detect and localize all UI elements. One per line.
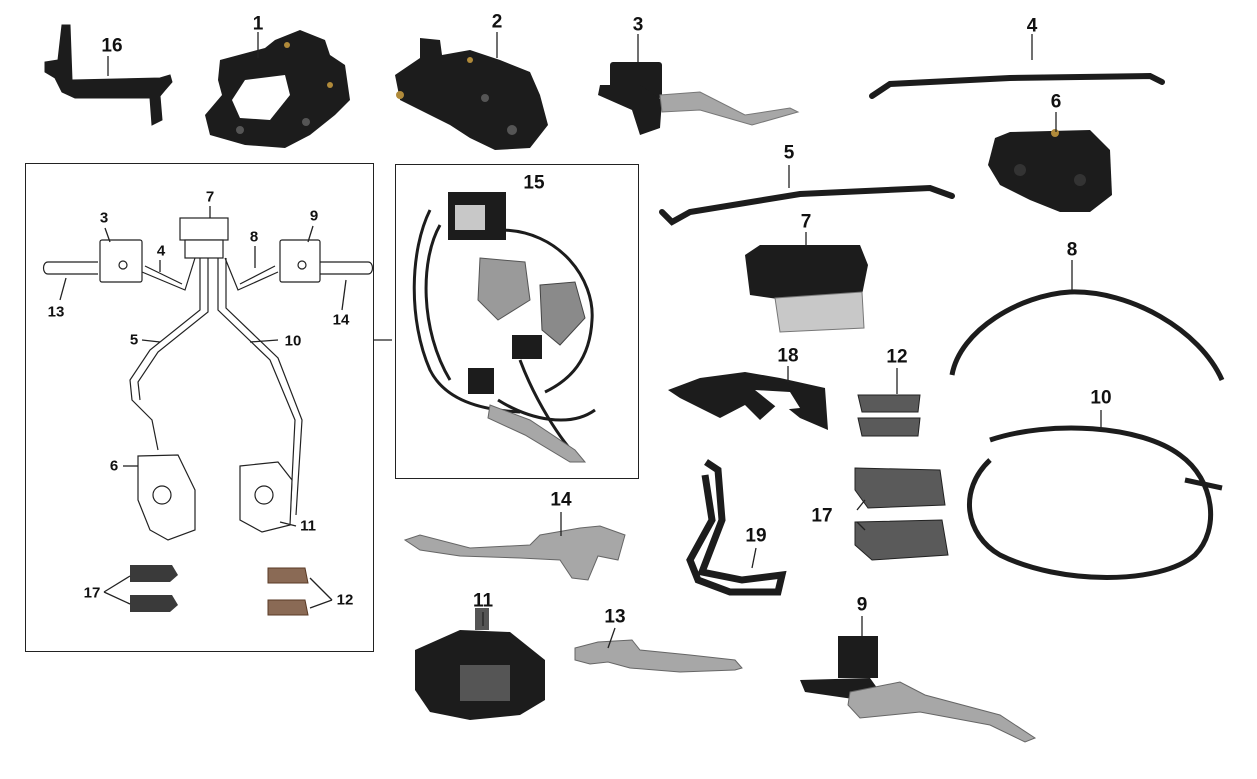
caliper-6 <box>988 129 1112 212</box>
master-cylinder-3 <box>598 62 800 135</box>
schematic-label-17: 17 <box>83 584 101 602</box>
schematic-label-11: 11 <box>300 517 316 535</box>
schematic-label-7: 7 <box>205 188 215 206</box>
label-12: 12 <box>886 346 908 368</box>
brake-pads-12 <box>857 394 921 437</box>
label-1: 1 <box>252 13 264 35</box>
bracket-18 <box>668 372 828 430</box>
schematic-pads-12 <box>267 567 309 616</box>
abs-assembly-15 <box>412 192 596 463</box>
master-cylinder-9 <box>800 636 1037 743</box>
schematic-box <box>25 163 374 652</box>
schematic-label-8: 8 <box>249 228 259 246</box>
label-13: 13 <box>604 606 626 628</box>
schematic-label-6: 6 <box>109 457 119 475</box>
brake-hose-10 <box>967 425 1223 580</box>
bracket-16 <box>44 24 173 126</box>
schematic-label-9: 9 <box>309 207 319 225</box>
schematic-pads-17 <box>130 565 178 612</box>
label-7: 7 <box>800 211 812 233</box>
brake-hose-4 <box>869 72 1165 99</box>
bracket-19 <box>686 459 787 596</box>
schematic-label-10: 10 <box>284 332 302 350</box>
label-11: 11 <box>472 590 494 612</box>
label-18: 18 <box>777 345 799 367</box>
label-10: 10 <box>1090 387 1112 409</box>
brake-lever-14 <box>403 525 626 581</box>
abs-assembly-box <box>395 164 639 479</box>
label-5: 5 <box>783 142 795 164</box>
label-8: 8 <box>1066 239 1078 261</box>
label-16: 16 <box>101 35 123 57</box>
brake-hose-5 <box>659 184 955 226</box>
schematic-label-4: 4 <box>156 242 166 260</box>
schematic-label-5: 5 <box>129 331 139 349</box>
label-3: 3 <box>632 14 644 36</box>
label-15: 15 <box>523 172 545 194</box>
schematic-label-12: 12 <box>336 591 354 609</box>
caliper-11 <box>415 608 545 720</box>
label-19: 19 <box>745 525 767 547</box>
leader-lines <box>59 32 1102 649</box>
label-2: 2 <box>491 11 503 33</box>
label-17: 17 <box>811 505 833 527</box>
schematic-label-14: 14 <box>332 311 350 329</box>
brake-lever-13 <box>574 639 743 673</box>
frame-casting-1 <box>205 30 350 148</box>
brake-pads-17 <box>854 467 949 561</box>
label-6: 6 <box>1050 91 1062 113</box>
abs-module-7 <box>745 245 868 333</box>
abs-bracket-2 <box>395 38 548 150</box>
label-4: 4 <box>1026 15 1038 37</box>
schematic-label-13: 13 <box>47 303 65 321</box>
system-schematic <box>42 217 374 541</box>
brake-hose-8 <box>949 289 1225 382</box>
schematic-label-3: 3 <box>99 209 109 227</box>
label-9: 9 <box>856 594 868 616</box>
label-14: 14 <box>550 489 572 511</box>
